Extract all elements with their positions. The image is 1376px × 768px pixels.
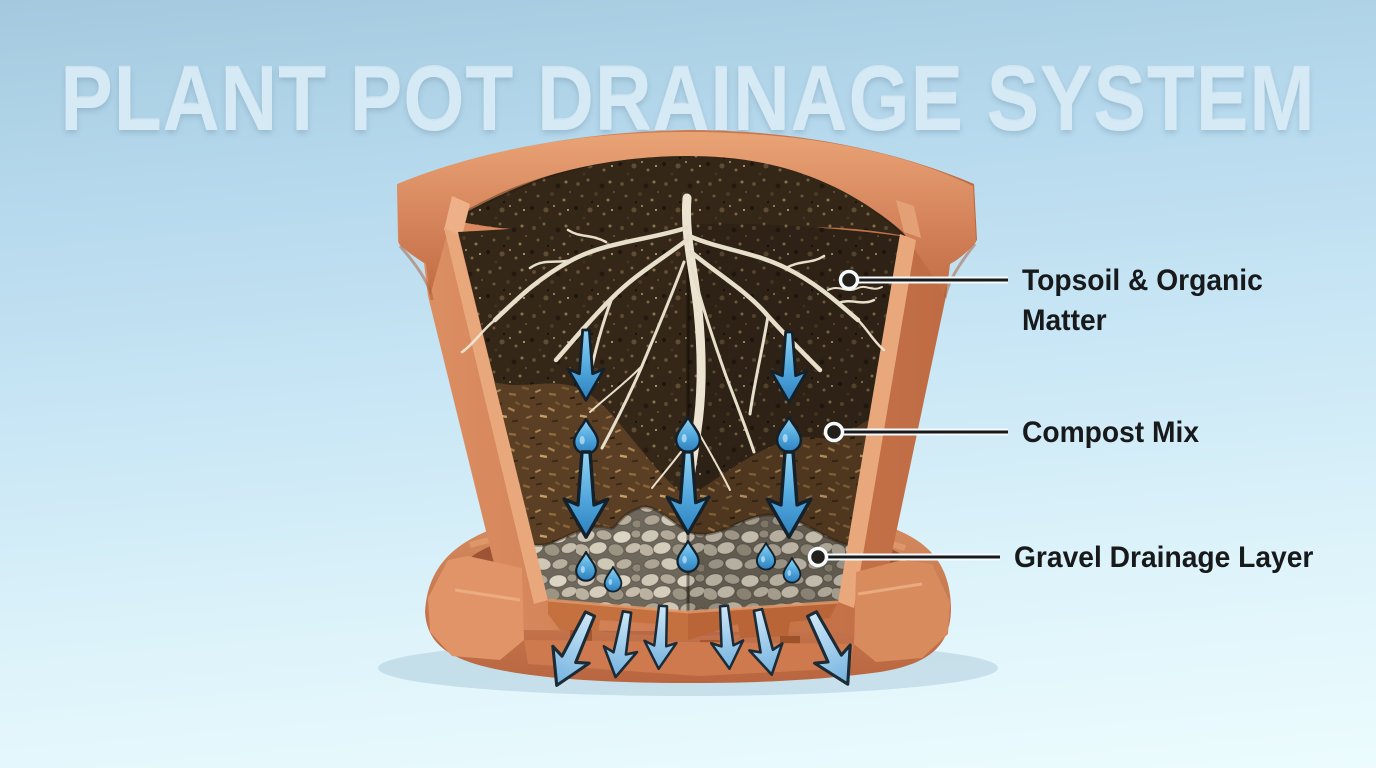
leader-line-topsoil (838, 269, 1008, 291)
pot-wall-cut-left (444, 228, 548, 604)
label-marker-gravel (807, 546, 829, 568)
leader-line-gravel (807, 546, 1000, 568)
label-topsoil-line2: Matter (1022, 304, 1107, 337)
leader-line-compost (823, 421, 1008, 443)
label-marker-compost (823, 421, 845, 443)
rim-cut-face-right (896, 200, 921, 238)
label-compost: Compost Mix (1022, 413, 1199, 453)
compost-layer-right (688, 420, 869, 545)
label-compost-text: Compost Mix (1022, 416, 1200, 449)
label-topsoil: Topsoil & Organic Matter (1022, 261, 1263, 341)
roots (460, 193, 886, 510)
rim-cut-face-left (444, 196, 470, 236)
label-topsoil-line1: Topsoil & Organic (1022, 264, 1263, 297)
soil-cross-section (458, 223, 900, 612)
pot-wall-cut-right (838, 234, 916, 608)
label-gravel: Gravel Drainage Layer (1014, 538, 1313, 578)
label-marker-topsoil (838, 269, 860, 291)
leader-lines (807, 269, 1008, 568)
label-gravel-text: Gravel Drainage Layer (1014, 541, 1314, 574)
gravel-layer (534, 506, 688, 612)
pot-rim (397, 132, 977, 301)
